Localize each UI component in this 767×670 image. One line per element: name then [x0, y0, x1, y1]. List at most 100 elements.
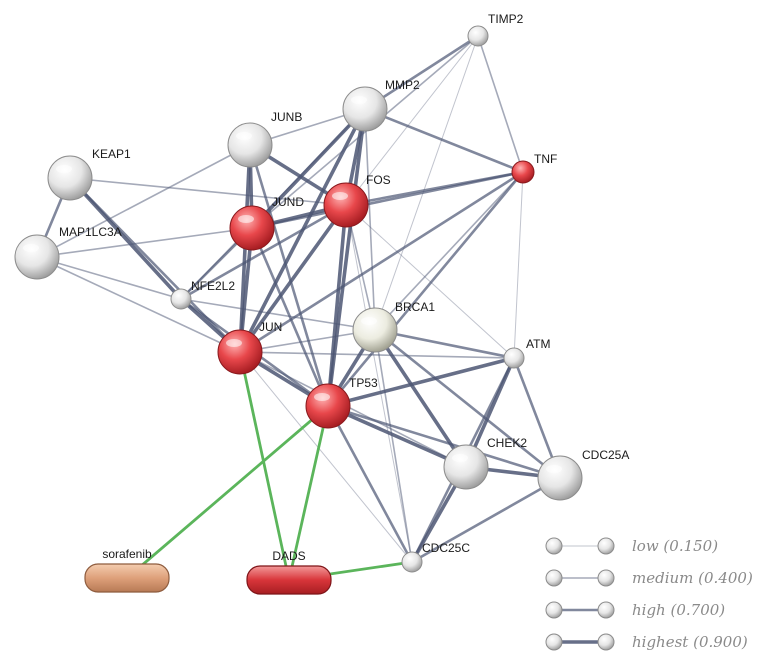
edge-junb-map1lc3a	[36, 144, 251, 258]
node-keap1[interactable]: KEAP1	[47, 147, 131, 201]
node-chek2[interactable]: CHEK2	[443, 436, 527, 490]
jund-node-circle[interactable]	[229, 205, 275, 251]
edge-tp53-cdc25c	[326, 404, 414, 564]
node-nfe2l2[interactable]: NFE2L2	[170, 279, 235, 310]
legend-node	[597, 569, 615, 587]
node-label: BRCA1	[395, 300, 435, 314]
node-label: NFE2L2	[191, 279, 235, 293]
node-jund[interactable]: JUND	[229, 195, 304, 251]
mmp2-node-circle[interactable]	[342, 86, 388, 132]
edge-tp53-cdc25a	[326, 404, 562, 480]
node-highlight	[238, 215, 254, 223]
edge-tnf-atm	[513, 171, 524, 359]
node-highlight	[332, 192, 348, 200]
node-highlight	[546, 465, 562, 473]
chek2-node-circle[interactable]	[443, 444, 489, 490]
edge-brca1-cdc25a	[373, 328, 562, 480]
legend-node	[597, 537, 615, 555]
node-label: JUNB	[271, 110, 302, 124]
edge-jun-cdc25c	[239, 351, 413, 563]
edge-brca1-atm	[373, 328, 516, 360]
tp53-node-circle[interactable]	[305, 383, 351, 429]
node-mmp2[interactable]: MMP2	[342, 78, 420, 132]
atm-node-circle[interactable]	[503, 347, 525, 369]
edge-map1lc3a-jun	[36, 256, 241, 353]
legend-item-medium: medium (0.400)	[545, 569, 753, 587]
node-map1lc3a[interactable]: MAP1LC3A	[14, 225, 122, 280]
jun-node-circle[interactable]	[217, 329, 263, 375]
edge-atm-tp53	[326, 356, 516, 408]
cdc25c-node-circle[interactable]	[401, 551, 423, 573]
cdc25a-node-circle[interactable]	[537, 455, 583, 501]
confidence-legend: low (0.150) medium (0.400) high (0.700) hig…	[545, 537, 753, 651]
edge-tp53-sorafenib	[125, 404, 330, 580]
node-label: JUND	[272, 195, 304, 209]
node-junb[interactable]: JUNB	[227, 110, 302, 168]
node-label: sorafenib	[102, 547, 152, 561]
node-dads[interactable]: DADS	[246, 549, 332, 595]
node-label: TIMP2	[488, 12, 524, 26]
edge-mmp2-brca1	[364, 108, 376, 331]
map1lc3a-node-circle[interactable]	[14, 234, 60, 280]
sorafenib-drug-pill[interactable]	[84, 563, 170, 593]
edge-junb-tp53	[248, 143, 330, 408]
edge-fos-jun	[238, 203, 348, 354]
edge-keap1-jun	[68, 176, 242, 354]
timp2-node-circle[interactable]	[467, 25, 489, 47]
legend-label: low (0.150)	[632, 537, 718, 555]
legend-label: highest (0.900)	[632, 633, 748, 651]
brca1-node-circle[interactable]	[352, 307, 398, 353]
legend-label: high (0.700)	[632, 601, 725, 619]
node-label: CDC25C	[422, 541, 470, 555]
node-sorafenib[interactable]: sorafenib	[84, 547, 170, 593]
nfe2l2-node-circle[interactable]	[170, 288, 192, 310]
legend-node	[545, 569, 563, 587]
node-tnf[interactable]: TNF	[511, 152, 557, 184]
node-highlight	[361, 317, 377, 325]
node-label: ATM	[526, 337, 550, 351]
node-jun[interactable]: JUN	[217, 320, 282, 375]
node-highlight	[226, 339, 242, 347]
node-label: MAP1LC3A	[59, 225, 122, 239]
edge-tp53-chek2	[326, 404, 468, 469]
node-label: TP53	[349, 376, 378, 390]
junb-node-circle[interactable]	[227, 122, 273, 168]
edge-timp2-jund	[251, 35, 479, 229]
node-label: MMP2	[385, 78, 420, 92]
edge-jun-dads	[238, 350, 291, 582]
edge-fos-atm	[345, 204, 515, 359]
keap1-node-circle[interactable]	[47, 155, 93, 201]
legend-item-low: low (0.150)	[545, 537, 718, 555]
node-cdc25c[interactable]: CDC25C	[401, 541, 470, 573]
edge-jun-brca1	[239, 329, 376, 353]
node-timp2[interactable]: TIMP2	[467, 12, 524, 47]
edge-timp2-brca1	[374, 35, 479, 331]
edge-keap1-fos	[69, 177, 347, 206]
node-fos[interactable]: FOS	[323, 173, 391, 228]
node-tp53[interactable]: TP53	[305, 376, 378, 429]
edge-jun-chek2	[239, 351, 467, 468]
node-highlight	[351, 96, 367, 104]
legend-item-highest: highest (0.900)	[545, 633, 748, 651]
node-atm[interactable]: ATM	[503, 337, 550, 369]
node-highlight	[56, 165, 72, 173]
node-cdc25a[interactable]: CDC25A	[537, 448, 629, 501]
node-highlight	[452, 454, 468, 462]
legend-node	[545, 537, 563, 555]
edge-mmp2-tnf	[363, 107, 525, 174]
dads-drug-pill[interactable]	[246, 565, 332, 595]
legend-item-high: high (0.700)	[545, 601, 725, 619]
edge-nfe2l2-brca1	[180, 298, 376, 331]
legend-node	[545, 601, 563, 619]
node-highlight	[23, 244, 39, 252]
edge-map1lc3a-jund	[36, 227, 253, 258]
node-brca1[interactable]: BRCA1	[352, 300, 435, 353]
node-label: JUN	[259, 320, 282, 334]
tnf-node-circle[interactable]	[511, 160, 535, 184]
node-label: FOS	[366, 173, 391, 187]
edge-tnf-jun	[238, 170, 525, 354]
node-label: TNF	[534, 152, 557, 166]
edge-tnf-tp53	[326, 170, 525, 408]
fos-node-circle[interactable]	[323, 182, 369, 228]
